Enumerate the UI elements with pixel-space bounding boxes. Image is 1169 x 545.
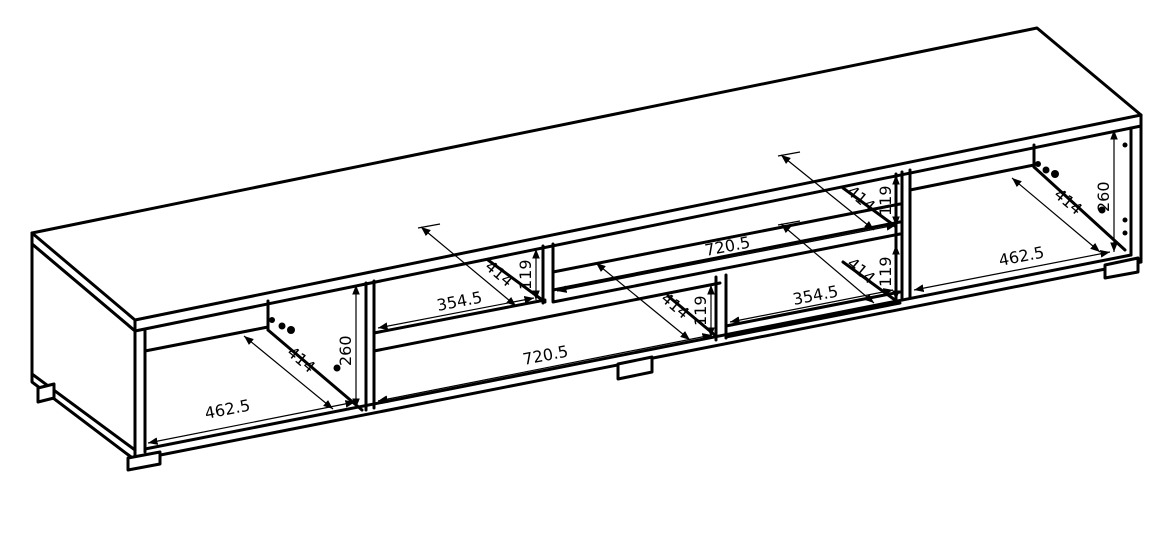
svg-text:119: 119 — [876, 256, 895, 287]
left-compartment — [143, 299, 364, 412]
dim-center-lower-width: 720.5 — [377, 333, 713, 403]
divider-left — [364, 279, 376, 412]
dim-center-lower-height: 119 — [691, 285, 715, 337]
dim-right-height: 260 — [1094, 130, 1118, 252]
svg-text:414: 414 — [1050, 185, 1086, 219]
dim-right-lower-height: 119 — [876, 245, 900, 300]
foot-right — [1103, 256, 1140, 280]
foot-back-left — [36, 382, 56, 404]
svg-text:354.5: 354.5 — [435, 288, 484, 315]
svg-text:260: 260 — [336, 335, 355, 366]
dim-left-height: 260 — [336, 285, 360, 408]
svg-text:720.5: 720.5 — [703, 233, 752, 260]
dim-right-upper-height: 119 — [876, 175, 900, 226]
svg-text:119: 119 — [691, 295, 710, 326]
foot-front-left — [126, 450, 162, 472]
svg-text:414: 414 — [843, 254, 879, 288]
svg-text:119: 119 — [516, 259, 535, 290]
dim-center-upper-left-height: 119 — [516, 249, 540, 300]
foot-center — [616, 355, 654, 381]
svg-text:260: 260 — [1094, 181, 1113, 212]
svg-text:119: 119 — [876, 185, 895, 216]
svg-text:414: 414 — [481, 257, 517, 291]
svg-text:462.5: 462.5 — [203, 396, 252, 423]
